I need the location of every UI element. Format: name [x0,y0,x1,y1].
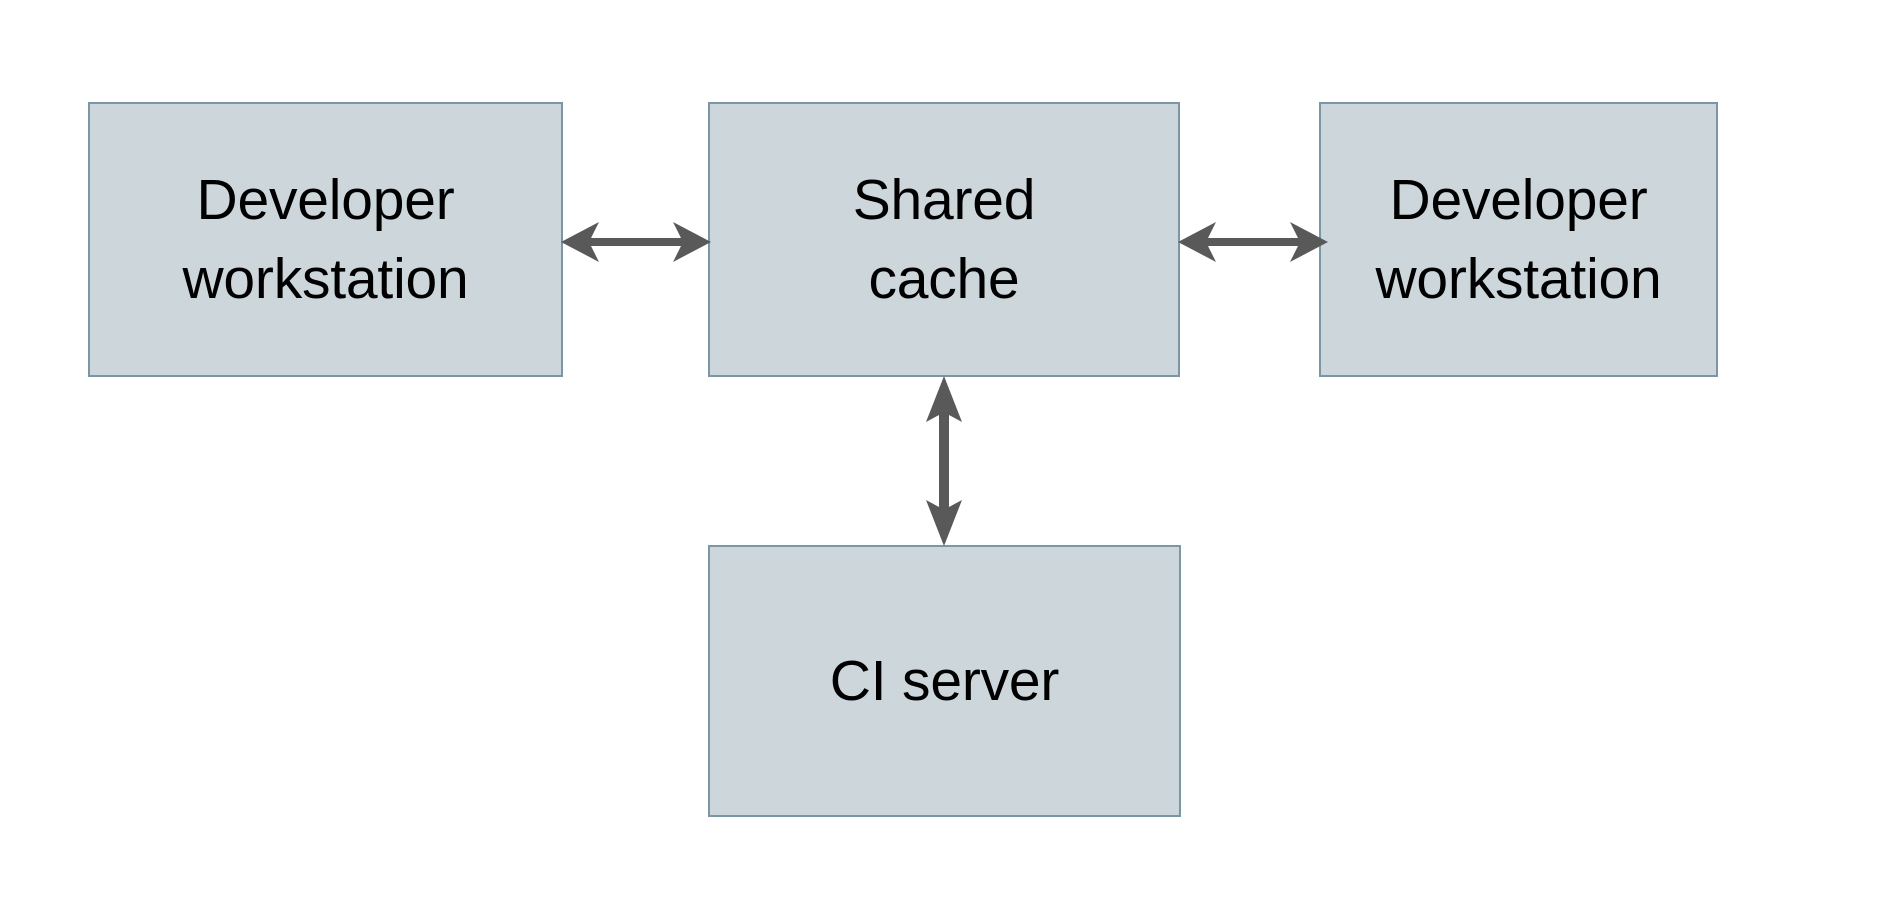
node-developer-workstation-right[interactable]: Developer workstation [1319,102,1718,377]
connector-cache-to-ci-server [926,376,962,546]
node-label: Developer workstation [182,167,469,311]
node-label: Shared cache [852,167,1036,311]
node-developer-workstation-left[interactable]: Developer workstation [88,102,563,377]
double-arrow-icon [1178,222,1328,262]
node-shared-cache[interactable]: Shared cache [708,102,1180,377]
connector-cache-to-dev-right [1178,222,1328,262]
double-arrow-icon [561,222,711,262]
node-ci-server[interactable]: CI server [708,545,1181,817]
node-label: Developer workstation [1375,167,1662,311]
connector-dev-left-to-cache [561,222,711,262]
node-label: CI server [829,648,1060,713]
double-arrow-icon [926,376,962,546]
